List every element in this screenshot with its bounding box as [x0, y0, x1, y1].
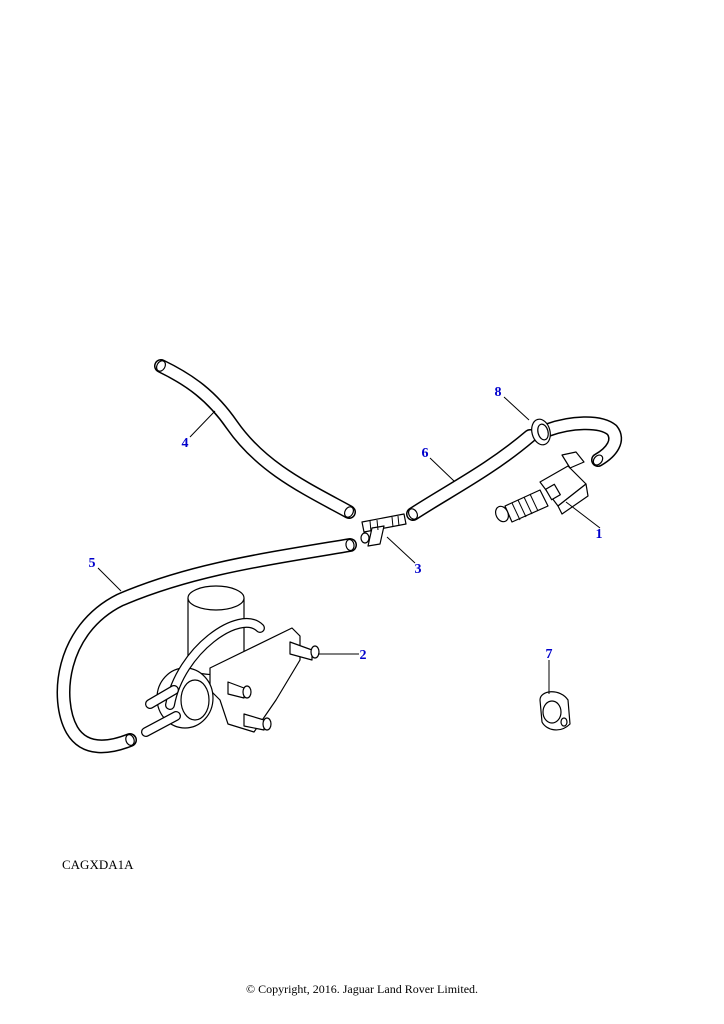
clip-7 — [539, 691, 571, 731]
vacuum-switch-1 — [494, 451, 589, 523]
callout-4: 4 — [182, 436, 189, 451]
hose-4 — [154, 359, 356, 519]
callout-7: 7 — [546, 647, 553, 662]
leader-lines — [97, 396, 601, 694]
callout-8: 8 — [495, 385, 502, 400]
callout-3: 3 — [415, 562, 422, 577]
callout-1: 1 — [596, 527, 603, 542]
illustration-code: CAGXDA1A — [62, 857, 134, 872]
grommet-8 — [531, 418, 551, 446]
hose-6 — [406, 429, 537, 521]
pump-assembly-2 — [141, 585, 320, 737]
callout-6: 6 — [422, 446, 429, 461]
t-connector-3 — [360, 513, 407, 547]
copyright-notice: © Copyright, 2016. Jaguar Land Rover Lim… — [245, 982, 479, 996]
callout-5: 5 — [89, 556, 96, 571]
callout-2: 2 — [360, 648, 367, 663]
hose-loop — [541, 416, 623, 467]
hose-5 — [56, 538, 357, 754]
